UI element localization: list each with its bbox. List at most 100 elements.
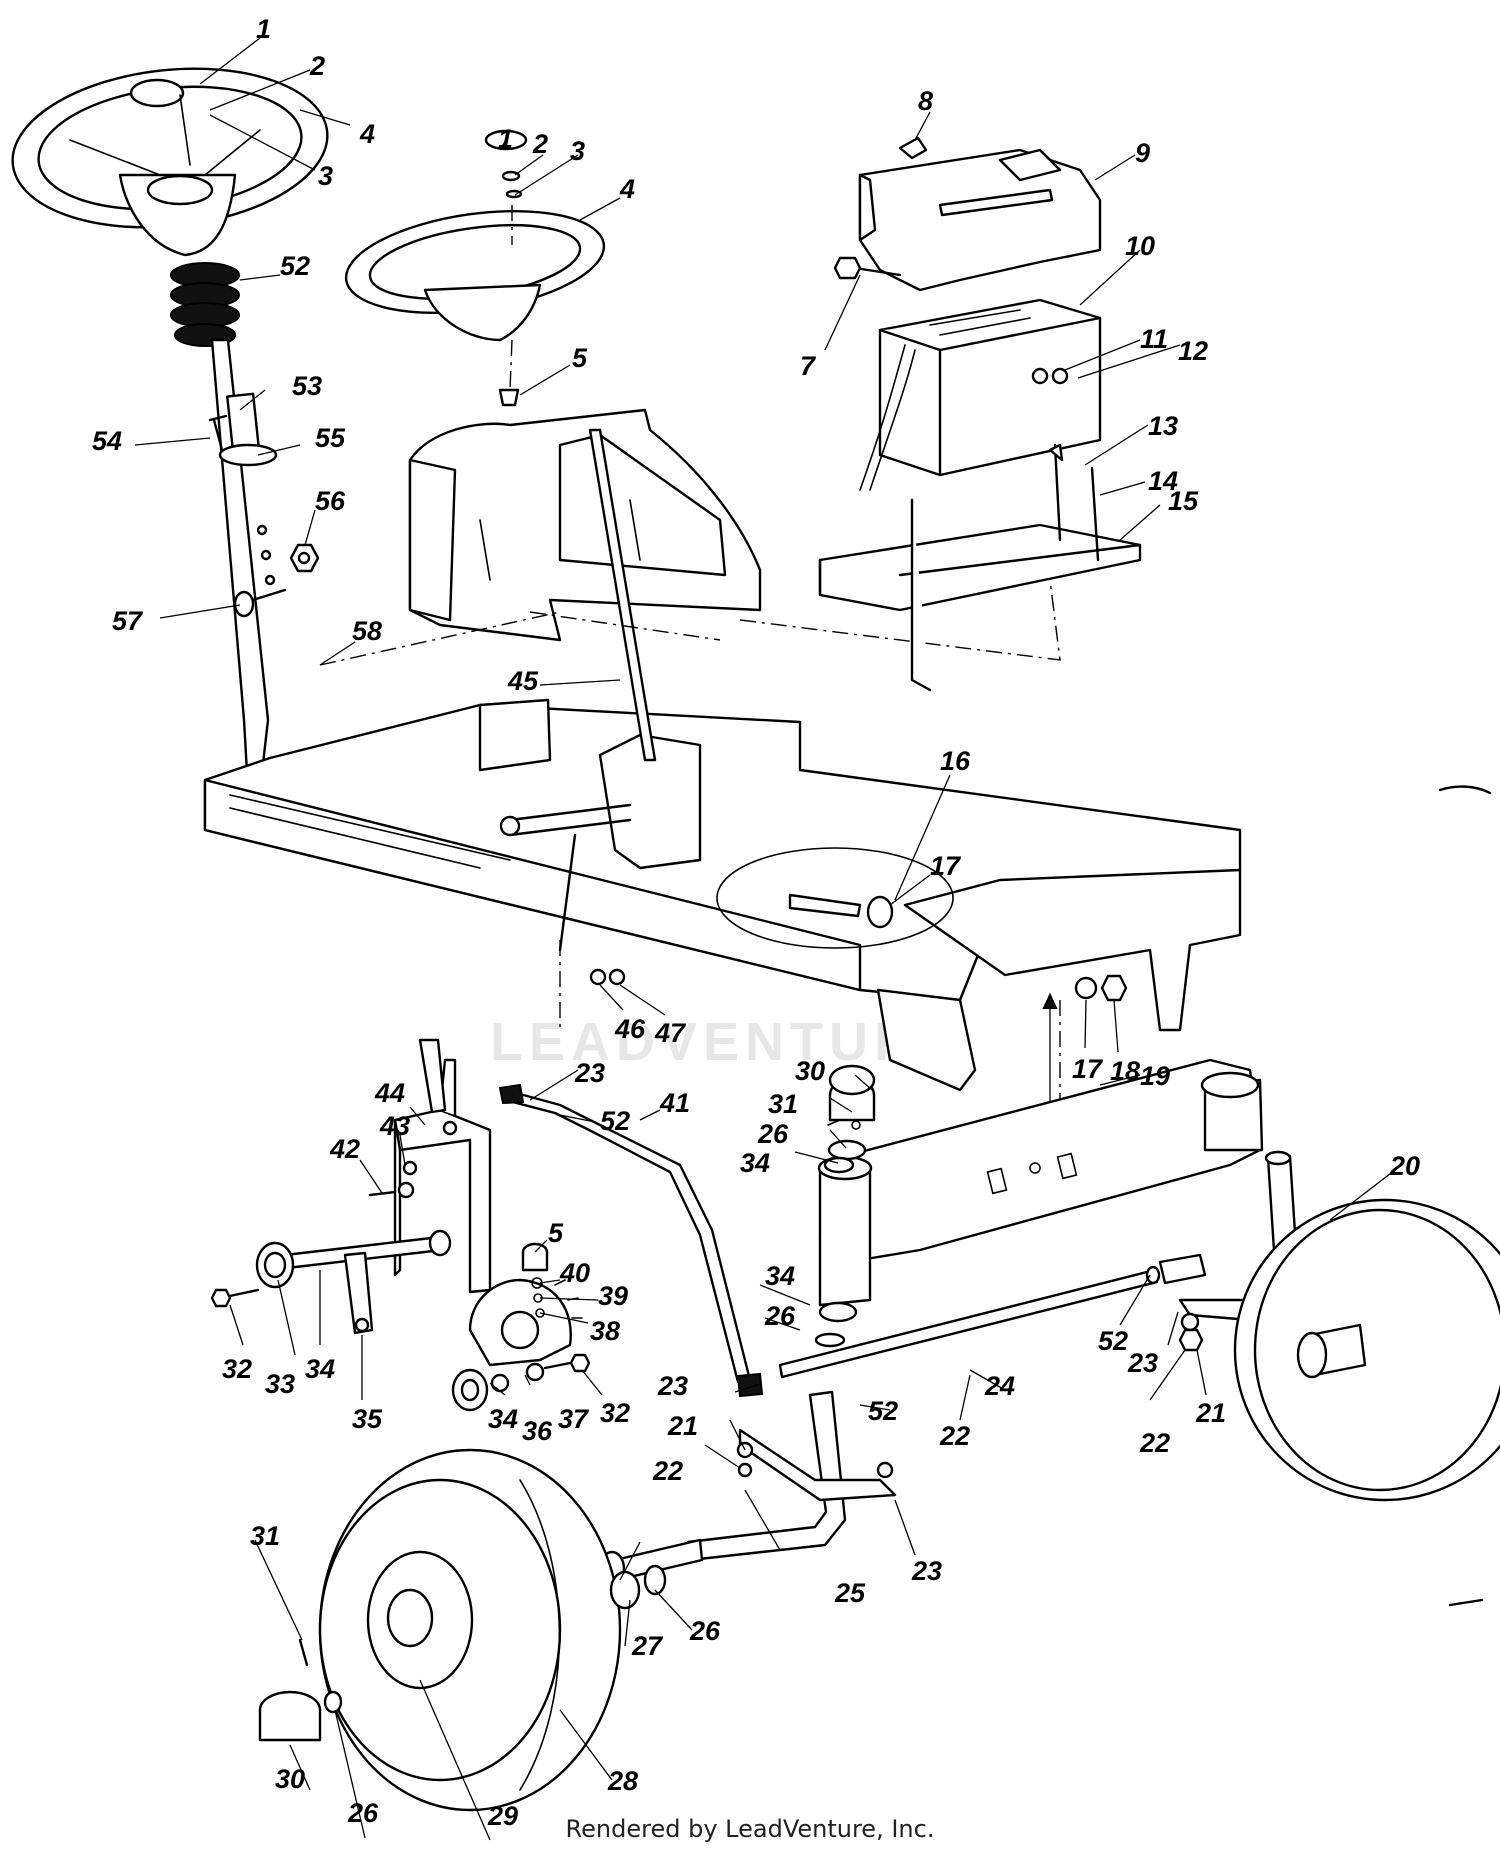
callout-27: 27: [631, 1631, 664, 1661]
callout-8: 8: [918, 86, 933, 116]
callout-3: 3: [318, 161, 333, 191]
callout-53: 53: [292, 371, 322, 401]
shaft-nut-56: [289, 543, 320, 573]
callout-22: 22: [652, 1456, 683, 1486]
callout-1: 1: [256, 14, 271, 44]
callout-34: 34: [305, 1354, 335, 1384]
callout-33: 33: [265, 1369, 295, 1399]
callout-54: 54: [92, 426, 122, 456]
frame-nuts-46-47: [589, 968, 626, 986]
callout-55: 55: [315, 423, 346, 453]
callout-28: 28: [607, 1766, 638, 1796]
callout-38: 38: [590, 1316, 620, 1346]
steering-gear-bracket-44: [393, 1038, 492, 1294]
callout-52: 52: [600, 1106, 630, 1136]
callout-13: 13: [1148, 411, 1178, 441]
callout-44: 44: [374, 1078, 405, 1108]
steering-shaft: [210, 338, 278, 792]
steering-wheel-large: [11, 67, 329, 257]
callout-25: 25: [834, 1578, 866, 1608]
callout-18: 18: [1110, 1056, 1140, 1086]
callout-14: 14: [1148, 466, 1178, 496]
callout-40: 40: [559, 1258, 590, 1288]
callout-56: 56: [315, 486, 346, 516]
callout-23: 23: [1127, 1348, 1158, 1378]
spindle-hardware: [736, 1312, 1204, 1479]
watermark-text: LEADVENTURE: [490, 1012, 961, 1072]
callout-52: 52: [280, 251, 310, 281]
callout-30: 30: [275, 1764, 305, 1794]
axle-bushing-stack: [827, 1064, 876, 1126]
callout-labels: 1 2 3 4 52 53 54 55 56 57 58 1 2 3 4 5 4…: [92, 14, 1420, 1831]
callout-16: 16: [940, 746, 971, 776]
callout-5: 5: [548, 1218, 564, 1248]
callout-22: 22: [1139, 1428, 1170, 1458]
gear-bushing-33: [255, 1241, 295, 1289]
callout-31: 31: [250, 1521, 280, 1551]
callout-20: 20: [1389, 1151, 1420, 1181]
callout-52: 52: [868, 1396, 898, 1426]
left-front-wheel-28: [318, 1448, 622, 1812]
shaft-bolt-54: [208, 414, 228, 452]
sector-gear: [468, 1278, 583, 1367]
callout-26: 26: [347, 1798, 379, 1828]
gear-bolt-32a: [210, 1288, 260, 1308]
callout-12: 12: [1178, 336, 1208, 366]
pinion-5-40-39-38: [521, 1242, 549, 1318]
callout-11: 11: [1140, 324, 1168, 354]
callout-43: 43: [379, 1111, 410, 1141]
steering-wheel-small: [344, 129, 606, 407]
callout-2: 2: [532, 129, 548, 159]
callout-58: 58: [352, 616, 382, 646]
shaft-bolt-57: [233, 588, 287, 618]
callout-4: 4: [619, 174, 635, 204]
callout-47: 47: [654, 1018, 687, 1048]
callout-22: 22: [939, 1421, 970, 1451]
callout-5: 5: [572, 343, 588, 373]
callout-45: 45: [507, 666, 539, 696]
bolt-42-nut-43: [368, 1181, 415, 1199]
callout-37: 37: [558, 1404, 590, 1434]
callout-23: 23: [657, 1371, 688, 1401]
hold-down-rod-14: [910, 466, 1100, 692]
callout-36: 36: [522, 1416, 553, 1446]
callout-46: 46: [614, 1014, 646, 1044]
callout-19: 19: [1140, 1061, 1170, 1091]
callout-26: 26: [689, 1616, 721, 1646]
callout-39: 39: [598, 1281, 628, 1311]
callout-34: 34: [740, 1148, 770, 1178]
callout-57: 57: [112, 606, 144, 636]
callout-35: 35: [352, 1404, 383, 1434]
callout-32: 32: [222, 1354, 252, 1384]
dash-panel: [408, 408, 762, 642]
callout-15: 15: [1168, 486, 1199, 516]
right-front-wheel: [1233, 1198, 1500, 1502]
callout-24: 24: [984, 1371, 1015, 1401]
callout-34: 34: [488, 1404, 518, 1434]
callout-30: 30: [795, 1056, 825, 1086]
wheel-hardware-left: [258, 1564, 667, 1742]
callout-1: 1: [498, 124, 513, 154]
battery: [859, 298, 1102, 491]
battery-tray: [818, 443, 1142, 612]
footer-credit: Rendered by LeadVenture, Inc.: [565, 1815, 935, 1843]
callout-4: 4: [359, 119, 375, 149]
chassis-frame: [203, 698, 1242, 1092]
callout-3: 3: [570, 136, 585, 166]
spindle-left-25: [598, 1390, 897, 1588]
callout-23: 23: [911, 1556, 942, 1586]
frame-bolt-16: [788, 893, 894, 929]
callout-34: 34: [765, 1261, 795, 1291]
pedal-bracket: [499, 733, 702, 952]
callout-41: 41: [659, 1088, 690, 1118]
lift-rod-45: [588, 428, 657, 762]
callout-26: 26: [757, 1119, 789, 1149]
callout-2: 2: [309, 51, 325, 81]
tie-rod-24: [778, 1253, 1207, 1379]
frame-washer-17-18: [1074, 974, 1128, 1002]
drag-link-41: [498, 1083, 764, 1398]
callout-10: 10: [1125, 231, 1155, 261]
callout-42: 42: [329, 1134, 360, 1164]
callout-32: 32: [600, 1398, 630, 1428]
